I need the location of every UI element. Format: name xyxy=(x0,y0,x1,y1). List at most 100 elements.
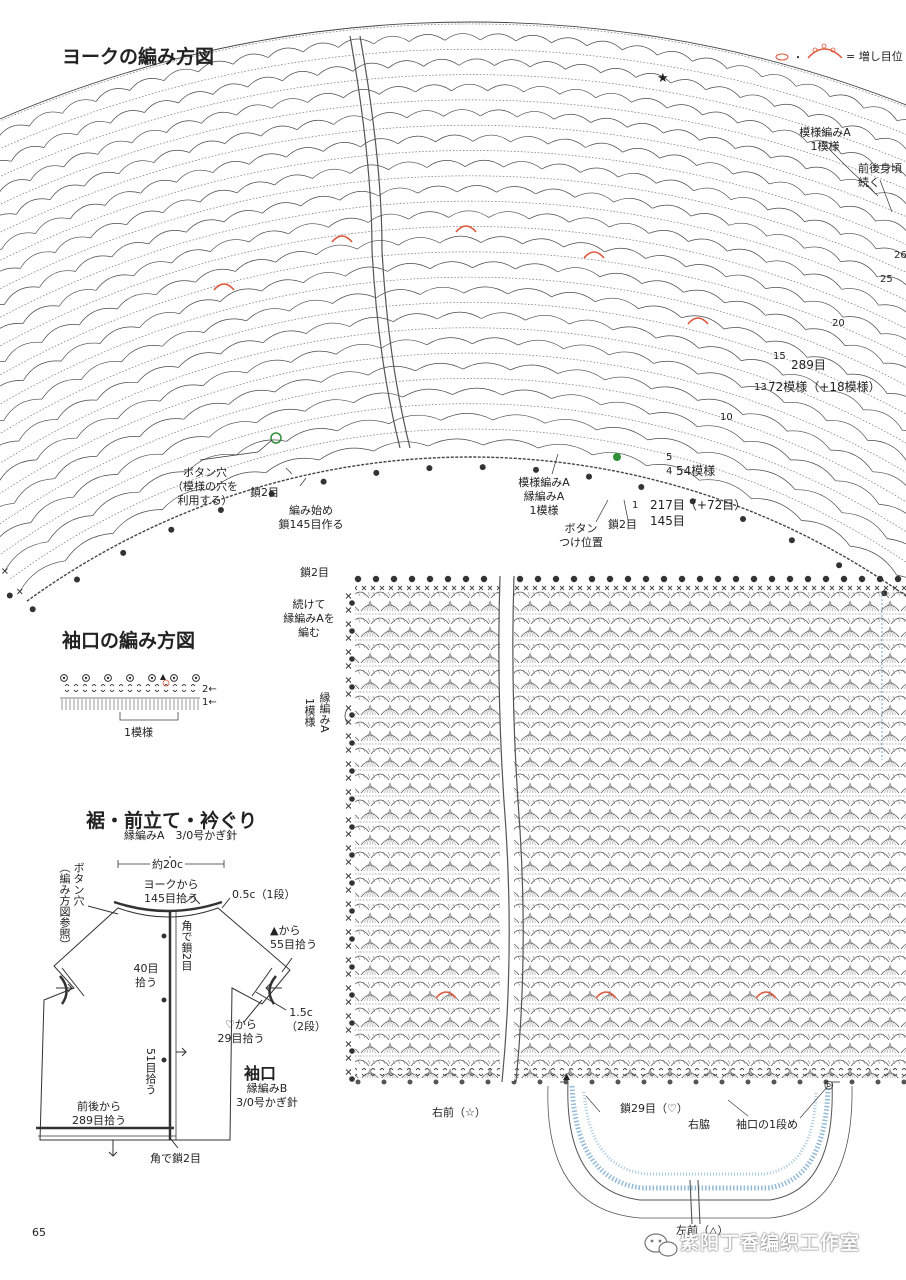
label-corner-chain-vertical: 角で鎖2目 xyxy=(180,920,193,971)
label-front-back-2: 289目拾う xyxy=(72,1114,126,1127)
label-cont-2: 縁編みAを xyxy=(283,612,335,625)
row-15: 15 xyxy=(773,351,786,362)
cuff-section-title: 袖口 xyxy=(244,1064,277,1083)
row-20: 20 xyxy=(832,318,845,329)
label-buttonhole-2: （模様の穴を xyxy=(172,480,238,493)
label-buttonhole-3: 利用する） xyxy=(177,494,233,507)
label-cont-3: 編む xyxy=(298,626,320,639)
buttonhole-marker xyxy=(270,432,282,444)
button-position-marker xyxy=(613,453,621,461)
label-start: 編み始め 鎖145目作る xyxy=(266,504,356,532)
label-chain2-top: 鎖2目 xyxy=(300,566,329,579)
label-pattern-a-text: 模様編みA xyxy=(799,126,851,139)
label-start-1: 編み始め xyxy=(289,504,333,517)
label-corner-chain: 角で鎖2目 xyxy=(150,1152,201,1165)
label-button-position: ボタン つけ位置 xyxy=(554,522,608,550)
label-cuff-hook: 3/0号かぎ針 xyxy=(236,1096,298,1109)
yoke-split-line xyxy=(349,35,401,449)
label-mid-3: 1模様 xyxy=(529,504,559,517)
count-72: 72模様（+18模様） xyxy=(768,380,881,394)
cuff-row-1: 1← xyxy=(202,697,217,708)
label-cuff-row1: 袖口の1段め xyxy=(736,1118,798,1131)
label-right-front: 右前（☆） xyxy=(432,1106,486,1119)
label-from-yoke-1: ヨークから xyxy=(143,878,199,891)
body-chart: ▲ ◎ xyxy=(344,575,906,1225)
hem-title: 裾・前立て・衿ぐり xyxy=(86,810,258,832)
label-half-c: 0.5c（1段） xyxy=(232,888,296,901)
label-one-half-c-1: 1.5c xyxy=(289,1006,313,1019)
legend: ・ xyxy=(775,43,843,64)
label-tri-from: ▲から 55目拾う xyxy=(270,924,317,952)
label-cuff-edging: 縁編みB 3/0号かぎ針 xyxy=(224,1082,310,1110)
label-forty-1: 40目 xyxy=(133,962,159,975)
count-289: 289目 xyxy=(791,358,826,372)
cuff-one-pattern: 1模様 xyxy=(124,726,153,739)
label-buttonhole-1: ボタン穴 xyxy=(183,466,227,479)
label-one-pat-vertical: 1模様 xyxy=(303,698,316,727)
svg-text:◎: ◎ xyxy=(824,1078,834,1091)
label-buttonhole-vertical: ボタン穴 xyxy=(72,862,85,906)
cuff-row-2: 2← xyxy=(202,684,217,695)
label-cuff-edging-1: 縁編みB xyxy=(246,1082,288,1095)
label-start-2: 鎖145目作る xyxy=(278,518,344,531)
row-5: 5 xyxy=(666,452,673,463)
row-10: 10 xyxy=(720,412,733,423)
cuff-chart xyxy=(60,674,200,721)
label-continue-2: 続く xyxy=(858,176,880,189)
label-edging-a-vertical: 縁編みA xyxy=(318,692,331,733)
cuff-opening: ▲ ◎ xyxy=(547,1072,853,1225)
svg-text:▲: ▲ xyxy=(563,1072,570,1082)
label-buttonhole-ref-vertical: （編み方図参照） xyxy=(58,862,71,950)
label-left-front: 左前（△） xyxy=(676,1224,729,1237)
label-chain2-b: 鎖2目 xyxy=(608,518,637,531)
label-from-yoke: ヨークから 145目拾う xyxy=(128,878,214,906)
label-front-back-1: 前後から xyxy=(77,1100,121,1113)
label-chain2-a: 鎖2目 xyxy=(250,486,279,499)
increase-marks xyxy=(213,225,709,325)
label-mid: 模様編みA 縁編みA 1模様 xyxy=(504,476,584,518)
row-4: 4 xyxy=(666,466,673,477)
label-heart-from: ♡から 29目拾う xyxy=(212,1018,270,1046)
label-chain29: 鎖29目（♡） xyxy=(620,1102,688,1115)
label-continue-edging: 続けて 縁編みAを 編む xyxy=(272,598,346,640)
label-forty: 40目 拾う xyxy=(124,962,168,990)
svg-text:・: ・ xyxy=(793,53,803,64)
label-continue-1: 前後身頃 xyxy=(858,162,902,175)
row-1: 1 xyxy=(632,500,639,511)
label-button-position-1: ボタン xyxy=(564,522,598,535)
count-54: 54模様 xyxy=(676,464,716,478)
label-right-side: 右脇 xyxy=(688,1118,710,1131)
yoke-star-mark: ★ xyxy=(657,71,669,86)
label-mid-1: 模様編みA xyxy=(518,476,570,489)
label-from-yoke-2: 145目拾う xyxy=(144,892,198,905)
watermark-text: 紫阳丁香编织工作室 xyxy=(680,1232,861,1254)
label-one-pattern: 1模様 xyxy=(810,140,840,153)
garment-schematic xyxy=(36,856,293,1157)
yoke-chart: ★ xyxy=(0,21,906,613)
label-tri-from-1: ▲から xyxy=(270,924,301,937)
label-buttonhole: ボタン穴 （模様の穴を 利用する） xyxy=(160,466,250,508)
label-tri-55: 55目拾う xyxy=(270,938,317,951)
label-button-position-2: つけ位置 xyxy=(559,536,603,549)
label-one-half-c: 1.5c （2段） xyxy=(286,1006,326,1034)
legend-text: = 増し目位 xyxy=(846,50,903,63)
row-26: 26 xyxy=(894,250,906,261)
page-number: 65 xyxy=(32,1226,46,1239)
label-two-rows: （2段） xyxy=(286,1020,326,1033)
cuff-title: 袖口の編み方図 xyxy=(62,630,196,652)
row-25: 25 xyxy=(880,274,893,285)
label-fifty-one-vertical: 51目拾う xyxy=(144,1048,157,1095)
label-heart-from-1: ♡から xyxy=(225,1018,257,1031)
label-forty-2: 拾う xyxy=(135,976,157,989)
label-mid-2: 縁編みA xyxy=(523,490,565,503)
yoke-title: ヨークの編み方図 xyxy=(62,46,215,68)
label-continue: 前後身頃 続く xyxy=(858,162,902,190)
hem-subtitle: 縁編みA 3/0号かぎ針 xyxy=(124,829,238,842)
count-145: 145目 xyxy=(650,514,685,528)
label-front-back: 前後から 289目拾う xyxy=(64,1100,134,1128)
label-cont-1: 続けて xyxy=(292,598,326,611)
count-217: 217目（+72目） xyxy=(650,498,747,512)
label-pattern-a: 模様編みA 1模様 xyxy=(790,126,860,154)
label-heart-29: 29目拾う xyxy=(217,1032,265,1045)
